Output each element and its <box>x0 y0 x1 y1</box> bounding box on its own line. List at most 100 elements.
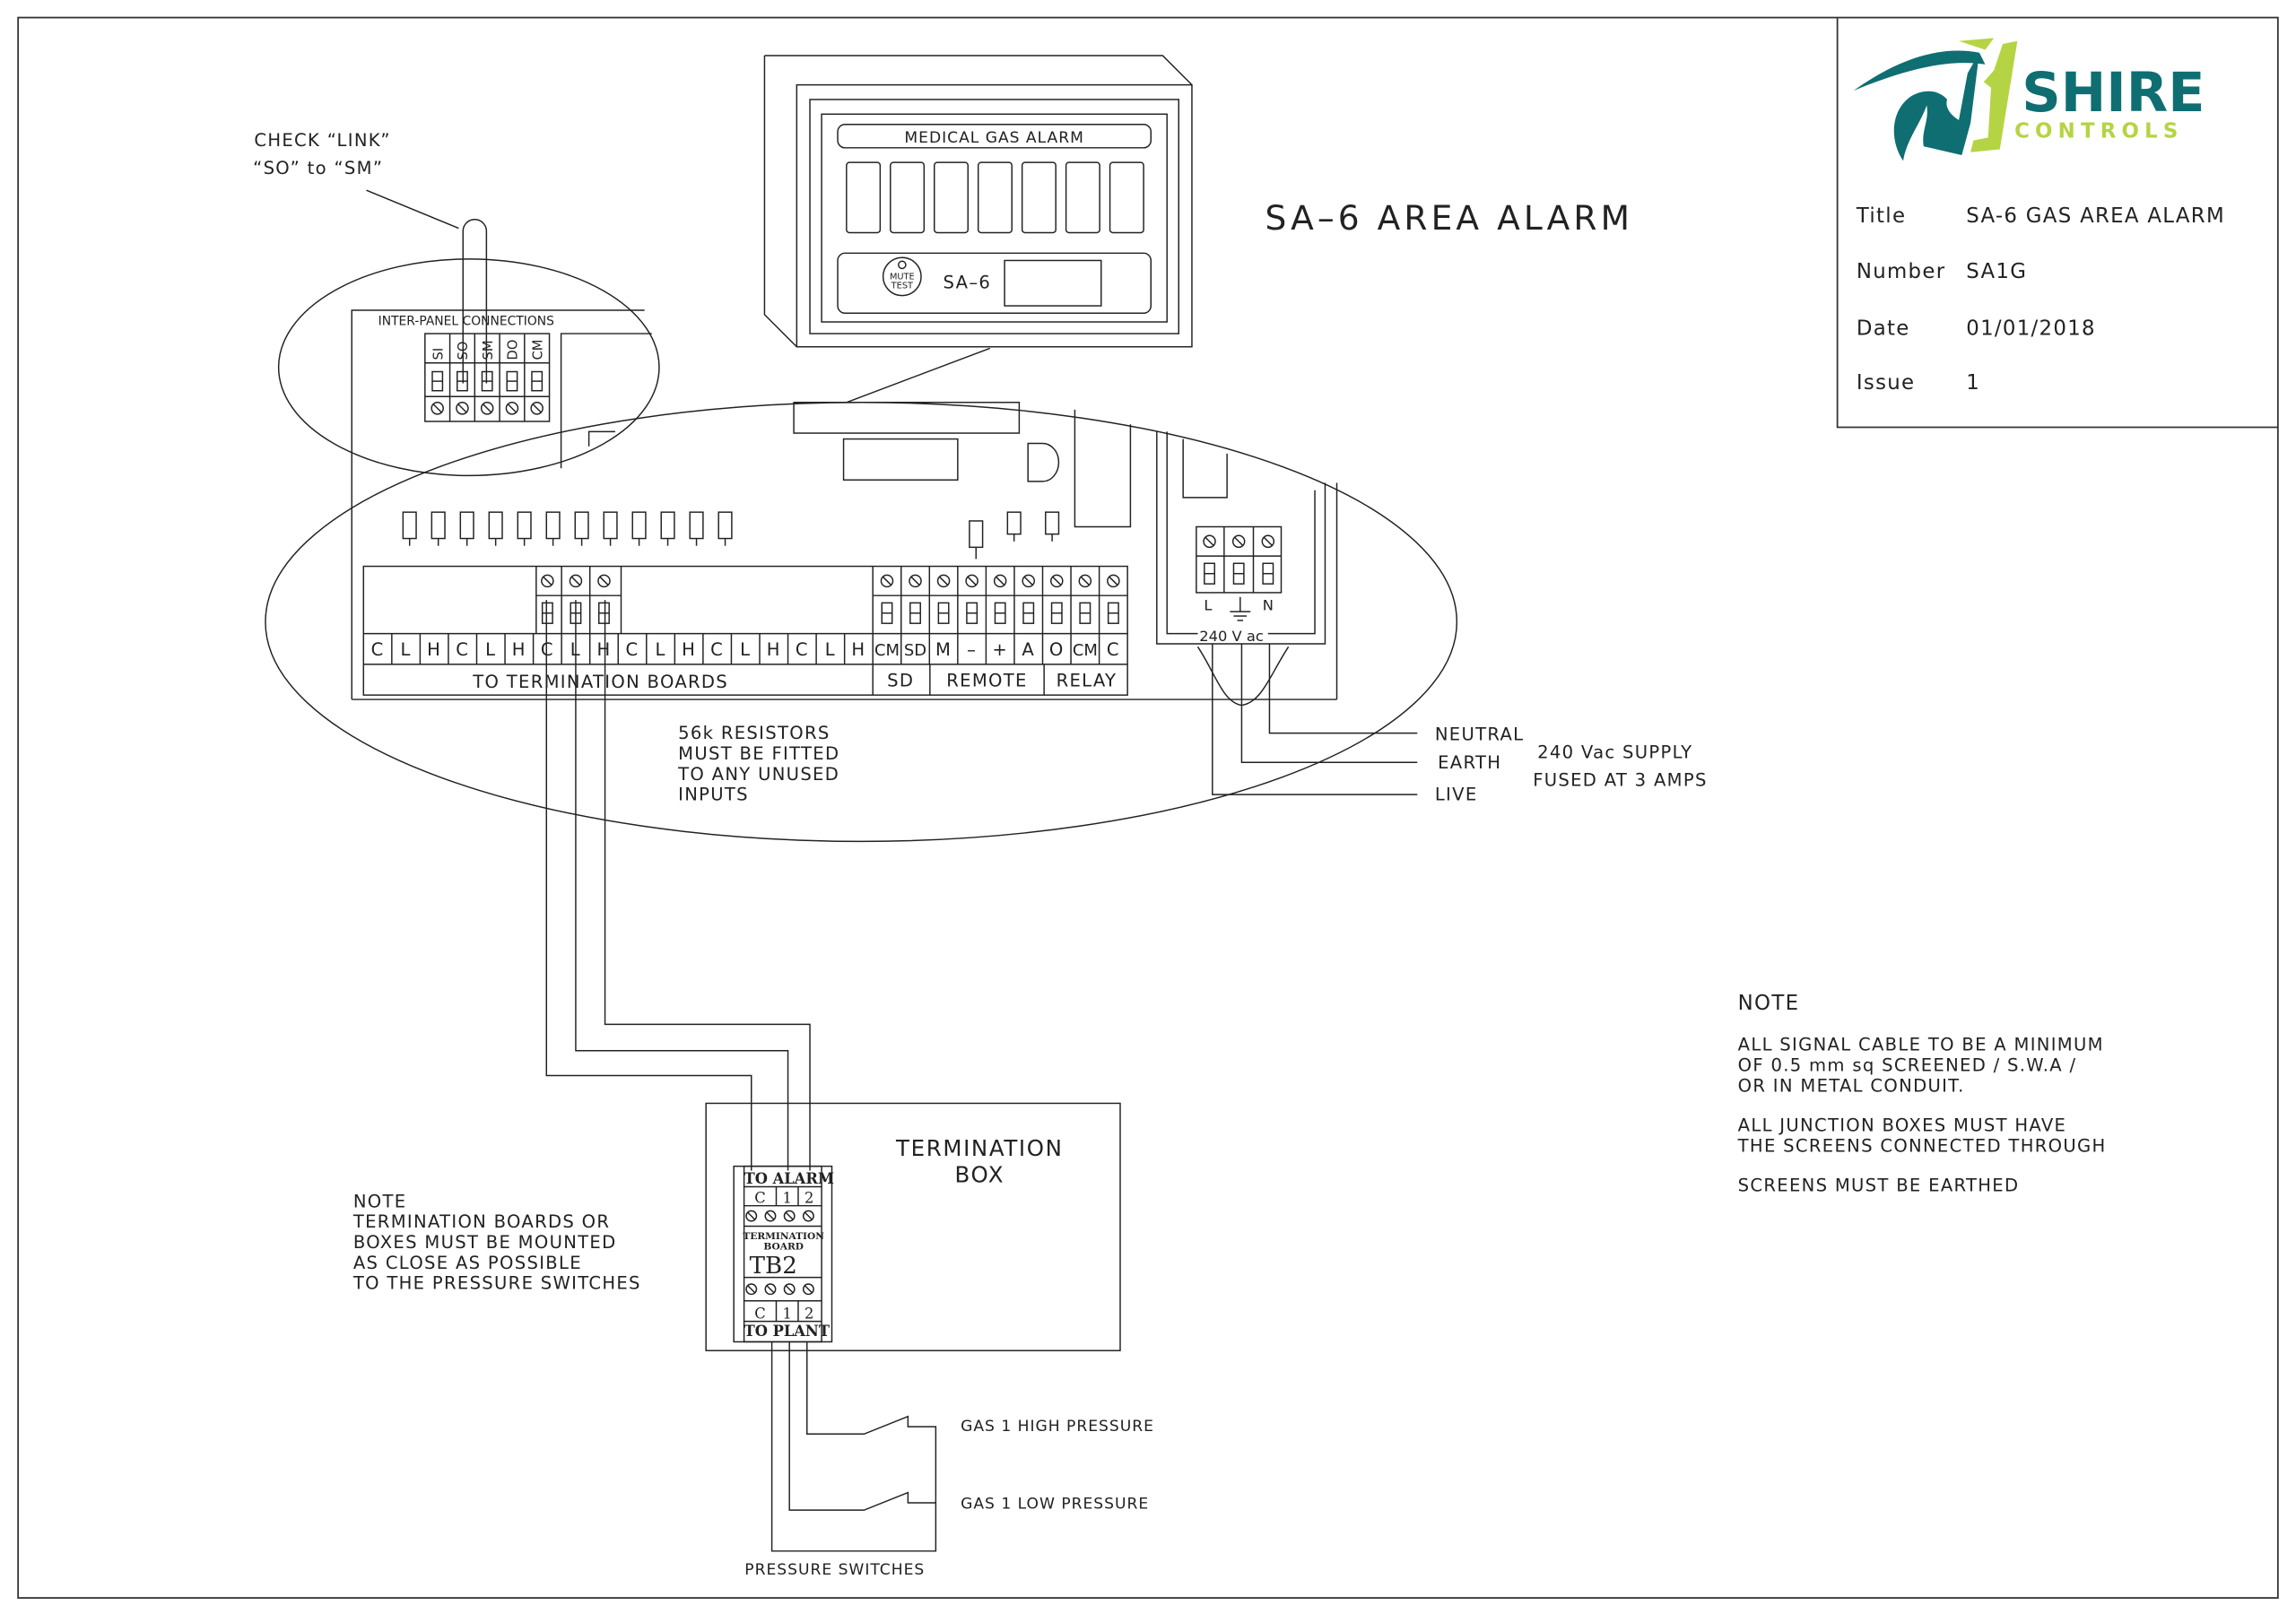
alarm-indicator-window <box>846 161 882 234</box>
alarm-indicator-window <box>1021 161 1057 234</box>
screw-icon <box>1050 574 1064 588</box>
resistor-icon <box>603 511 618 540</box>
pressure-switches-caption: PRESSURE SWITCHES <box>744 1561 925 1579</box>
wire-h <box>604 600 811 1171</box>
supply-label: 240 Vac SUPPLY <box>1537 742 1692 762</box>
terminal-label: H <box>596 639 611 660</box>
terminal-label: H <box>767 639 781 660</box>
left-note: NOTE TERMINATION BOARDS OR BOXES MUST BE… <box>352 1191 641 1294</box>
shire-controls-logo: SHIRE CONTROLS <box>1853 38 2205 161</box>
left-note-line: TO THE PRESSURE SWITCHES <box>352 1273 641 1294</box>
left-note-line: TERMINATION BOARDS OR <box>352 1211 610 1232</box>
screw-slot <box>1052 576 1062 586</box>
screw-slot <box>1023 576 1033 586</box>
tb-col-1: 1 <box>783 1305 792 1322</box>
terminal-label: O <box>1049 639 1065 660</box>
resistor-icon <box>689 511 704 540</box>
terminal-label: L <box>825 639 836 660</box>
screw-slot <box>882 576 892 586</box>
number-value: SA1G <box>1966 260 2027 283</box>
inter-panel-block <box>424 333 551 422</box>
drawing-border <box>17 16 2279 1599</box>
screw-slot <box>543 576 552 586</box>
terminal-label: C <box>1107 639 1120 660</box>
neutral-label: NEUTRAL <box>1435 725 1525 745</box>
tb-col-1: 1 <box>783 1189 792 1206</box>
issue-label: Issue <box>1857 371 1916 395</box>
to-plant-label: TO PLANT <box>744 1323 830 1340</box>
control-board <box>351 402 1338 700</box>
fuse-label: FUSED AT 3 AMPS <box>1533 769 1708 790</box>
inter-panel-terminal-label: SI <box>430 348 446 360</box>
resistor-note-line: 56k RESISTORS <box>678 723 830 743</box>
live-label: LIVE <box>1435 785 1478 805</box>
screw-icon <box>569 574 583 588</box>
inter-panel-terminal-label: DO <box>506 340 521 360</box>
screw-slot <box>432 404 442 413</box>
terminal-label: + <box>992 639 1008 660</box>
screw-icon <box>783 1283 796 1296</box>
earth-label: EARTH <box>1438 752 1501 773</box>
screw-icon <box>1231 534 1246 549</box>
terminal-label: L <box>485 639 496 660</box>
screw-icon <box>505 402 519 415</box>
terminal-label: H <box>851 639 865 660</box>
live-terminal-label: L <box>1204 597 1212 614</box>
alarm-indicator-window <box>1109 161 1144 234</box>
inter-panel-terminal-label: CM <box>530 340 545 360</box>
left-note-line: BOXES MUST BE MOUNTED <box>353 1232 617 1253</box>
link-note-line: “SO” to “SM” <box>253 158 383 178</box>
title-value: SA-6 GAS AREA ALARM <box>1966 204 2225 228</box>
screw-slot <box>804 1285 813 1294</box>
screw-slot <box>747 1211 756 1220</box>
right-note-line: ALL JUNCTION BOXES MUST HAVE <box>1738 1115 2067 1135</box>
screw-slot <box>457 404 467 413</box>
resistor-note-line: MUST BE FITTED <box>678 743 839 764</box>
resistor-icon <box>660 511 675 540</box>
high-pressure-label: GAS 1 HIGH PRESSURE <box>961 1418 1154 1436</box>
screw-icon <box>530 402 544 415</box>
low-pressure-label: GAS 1 LOW PRESSURE <box>961 1496 1149 1514</box>
date-value: 01/01/2018 <box>1966 317 2096 341</box>
screw-icon <box>1261 534 1275 549</box>
resistor-icon <box>718 511 733 540</box>
screw-icon <box>541 574 554 588</box>
screw-icon <box>936 574 951 588</box>
mute-test-button[interactable] <box>882 256 922 297</box>
terminal-label: CM <box>1073 641 1098 660</box>
screw-icon <box>745 1210 758 1222</box>
right-note-line: OR IN METAL CONDUIT. <box>1738 1075 1965 1096</box>
resistor-icon <box>459 511 474 540</box>
title-block: SHIRE CONTROLS Title SA-6 GAS AREA ALARM… <box>1836 17 2278 429</box>
pressure-switches: GAS 1 HIGH PRESSURE GAS 1 LOW PRESSURE P… <box>744 1341 1154 1579</box>
screw-icon <box>880 574 894 588</box>
screw-icon <box>430 402 444 415</box>
screw-slot <box>532 404 542 413</box>
detail-ellipse <box>265 402 1458 843</box>
board-label: TERMINATION <box>743 1231 824 1242</box>
termination-box: TERMINATION BOX TO ALARM C 1 2 TERMINATI… <box>705 1102 1121 1351</box>
earth-icon <box>1230 596 1251 621</box>
screw-slot <box>747 1285 756 1294</box>
screw-icon <box>456 402 469 415</box>
screw-slot <box>483 404 492 413</box>
resistor-icon <box>488 511 503 540</box>
alarm-indicator-window <box>890 161 926 234</box>
screw-slot <box>1234 536 1244 546</box>
right-note-line: ALL SIGNAL CABLE TO BE A MINIMUM <box>1738 1035 2104 1055</box>
wire-c <box>545 600 752 1171</box>
right-note-line: SCREENS MUST BE EARTHED <box>1738 1175 2020 1195</box>
screw-slot <box>507 404 517 413</box>
termination-box-title: TERMINATION <box>895 1135 1064 1161</box>
terminal-label: C <box>796 639 809 660</box>
screw-slot <box>938 576 949 586</box>
screw-icon <box>1078 574 1092 588</box>
screw-icon <box>745 1283 758 1296</box>
resistor-note: 56k RESISTORS MUST BE FITTED TO ANY UNUS… <box>677 723 839 805</box>
screw-icon <box>1107 574 1120 588</box>
screw-icon <box>802 1210 814 1222</box>
board-id: TB2 <box>750 1253 797 1280</box>
screw-slot <box>996 576 1005 586</box>
left-note-line: NOTE <box>353 1191 407 1211</box>
link-wire <box>462 219 488 384</box>
